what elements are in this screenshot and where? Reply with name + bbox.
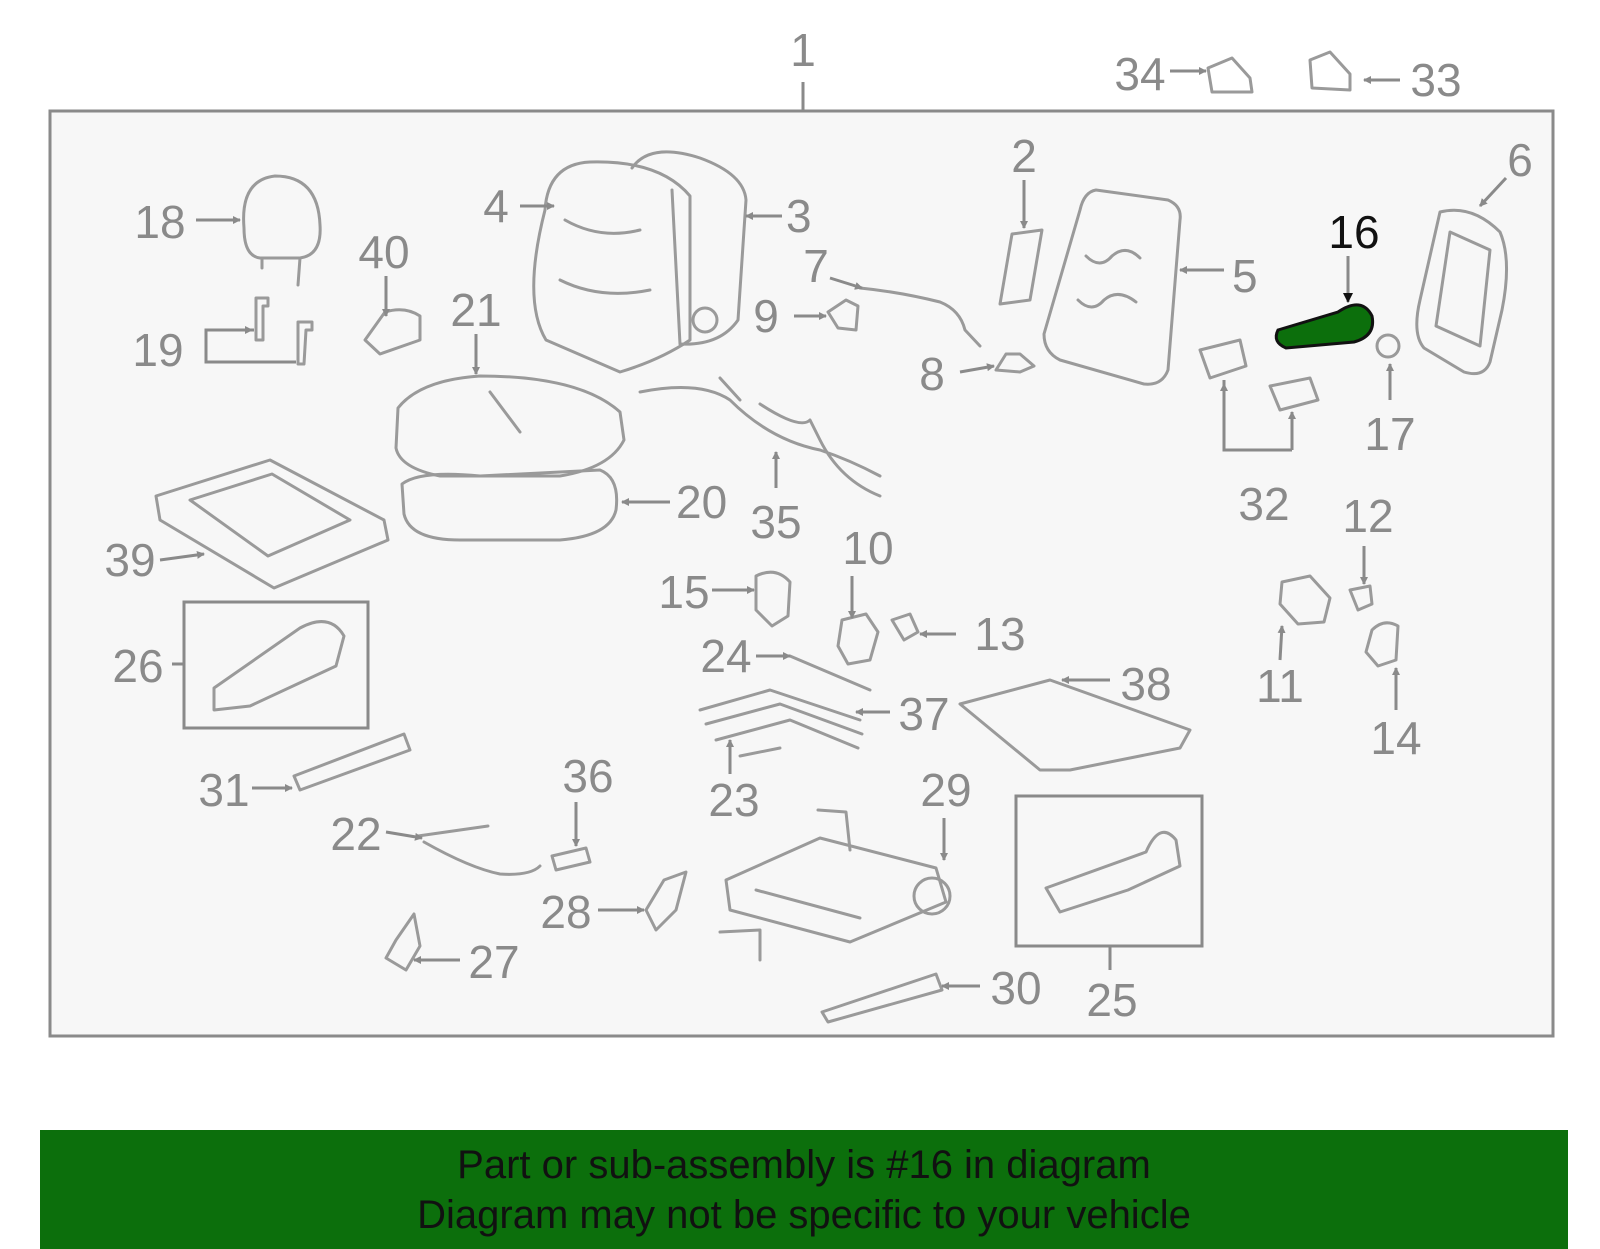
part-34-clip[interactable]: [1206, 56, 1254, 94]
part-8-bracket[interactable]: [994, 352, 1036, 374]
callout-16: 16: [1328, 206, 1379, 258]
callout-13: 13: [974, 608, 1025, 660]
part-9-clip[interactable]: [826, 298, 860, 332]
callout-39: 39: [104, 534, 155, 586]
part-20-cushion-pad[interactable]: [400, 468, 619, 542]
leader-lines: [159, 67, 1508, 990]
callout-15: 15: [658, 566, 709, 618]
callout-20: 20: [676, 476, 727, 528]
callout-28: 28: [540, 886, 591, 938]
part-36-switch[interactable]: [550, 846, 592, 872]
callout-4: 4: [483, 180, 509, 232]
part-21-cushion-cover[interactable]: [394, 374, 626, 478]
part-24-bar[interactable]: [788, 654, 872, 692]
part-7-rod[interactable]: [858, 286, 982, 348]
callout-27: 27: [468, 936, 519, 988]
callout-14: 14: [1370, 712, 1421, 764]
callout-8: 8: [919, 348, 945, 400]
callout-34: 34: [1114, 48, 1165, 100]
part-12-clip[interactable]: [1348, 584, 1374, 612]
callout-33: 33: [1410, 54, 1461, 106]
part-11-cover[interactable]: [1278, 574, 1332, 626]
callout-7: 7: [803, 240, 829, 292]
part-29-seat-track[interactable]: [718, 808, 952, 962]
callout-37: 37: [898, 688, 949, 740]
callout-11: 11: [1256, 660, 1304, 712]
callout-2: 2: [1011, 130, 1037, 182]
callout-30: 30: [990, 962, 1041, 1014]
part-35-wire-harness[interactable]: [638, 376, 882, 498]
part-15-cover[interactable]: [754, 570, 792, 628]
part-4-seatback-cover[interactable]: [532, 160, 692, 374]
callout-22: 22: [330, 808, 381, 860]
part-33-clip[interactable]: [1308, 50, 1352, 92]
part-39-tray[interactable]: [154, 458, 390, 590]
callout-35: 35: [750, 496, 801, 548]
callout-40: 40: [358, 226, 409, 278]
info-banner: Part or sub-assembly is #16 in diagram D…: [40, 1130, 1568, 1249]
callout-36: 36: [562, 750, 613, 802]
callout-32: 32: [1238, 478, 1289, 530]
callout-12: 12: [1342, 490, 1393, 542]
part-26-side-shield[interactable]: [212, 620, 346, 712]
callout-19: 19: [132, 324, 183, 376]
banner-line-disclaimer: Diagram may not be specific to your vehi…: [417, 1192, 1191, 1237]
part-38-mat[interactable]: [958, 678, 1192, 772]
part-10-recliner[interactable]: [836, 612, 880, 666]
callout-10: 10: [842, 522, 893, 574]
callout-17: 17: [1364, 408, 1415, 460]
callout-24: 24: [700, 630, 751, 682]
part-22-cable[interactable]: [416, 824, 542, 876]
callout-18: 18: [134, 196, 185, 248]
part-30-rail[interactable]: [820, 972, 944, 1024]
part-5-seatback-frame[interactable]: [1042, 188, 1182, 386]
callout-26: 26: [112, 640, 163, 692]
part-18-headrest[interactable]: [242, 174, 322, 287]
banner-line-part: Part or sub-assembly is #16 in diagram: [457, 1142, 1151, 1187]
callout-38: 38: [1120, 658, 1171, 710]
part-19-headrest-guides[interactable]: [254, 296, 314, 366]
part-14-cap[interactable]: [1364, 621, 1400, 668]
part-25-side-shield[interactable]: [1044, 830, 1182, 914]
part-13-cover[interactable]: [890, 612, 920, 642]
callout-5: 5: [1232, 250, 1258, 302]
parts-diagram: 1 34 33 2 6 16 5 17 32 12 11 14 18 19 40…: [48, 24, 1555, 1038]
part-2-panel[interactable]: [998, 228, 1044, 306]
callout-3: 3: [786, 190, 812, 242]
callout-29: 29: [920, 764, 971, 816]
callout-23: 23: [708, 774, 759, 826]
callout-6: 6: [1507, 134, 1533, 186]
part-31-rail-cover[interactable]: [292, 732, 412, 792]
part-23-37-springs[interactable]: [698, 688, 864, 758]
part-28-bracket[interactable]: [644, 870, 688, 932]
part-3-seatback-pad[interactable]: [630, 150, 748, 346]
callout-1: 1: [790, 24, 816, 76]
callout-9: 9: [753, 290, 779, 342]
callout-31: 31: [198, 764, 249, 816]
callout-25: 25: [1086, 974, 1137, 1026]
part-32-brackets[interactable]: [1198, 338, 1320, 412]
callout-21: 21: [450, 284, 501, 336]
part-6-back-panel[interactable]: [1415, 208, 1509, 376]
part-16-highlighted[interactable]: [1274, 303, 1375, 350]
part-17-knob[interactable]: [1375, 333, 1401, 359]
